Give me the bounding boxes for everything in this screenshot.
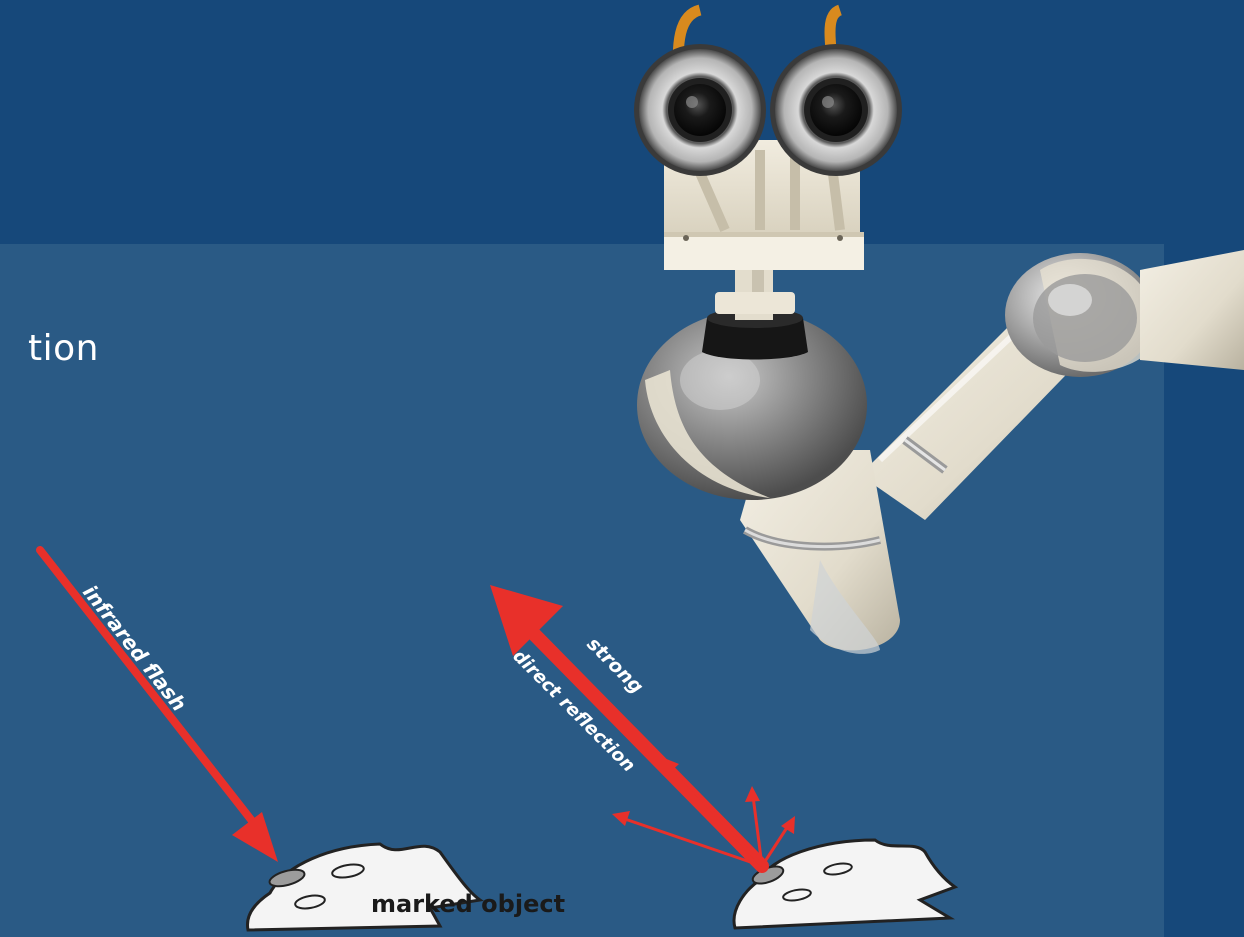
- content-panel: [0, 244, 1164, 937]
- marked-object-label: marked object: [371, 890, 565, 918]
- slide-title-fragment: tion: [28, 328, 99, 369]
- reflecting-object-icon: [732, 838, 959, 930]
- robot-icon: [634, 4, 1244, 654]
- infrared-flash-label: infrared flash: [78, 580, 191, 716]
- infrared-flash-arrow: [36, 546, 278, 862]
- direct-reflection-arrow: [490, 585, 769, 873]
- marked-object-icon: [245, 842, 484, 932]
- scatter-reflection-arrows: [612, 758, 795, 868]
